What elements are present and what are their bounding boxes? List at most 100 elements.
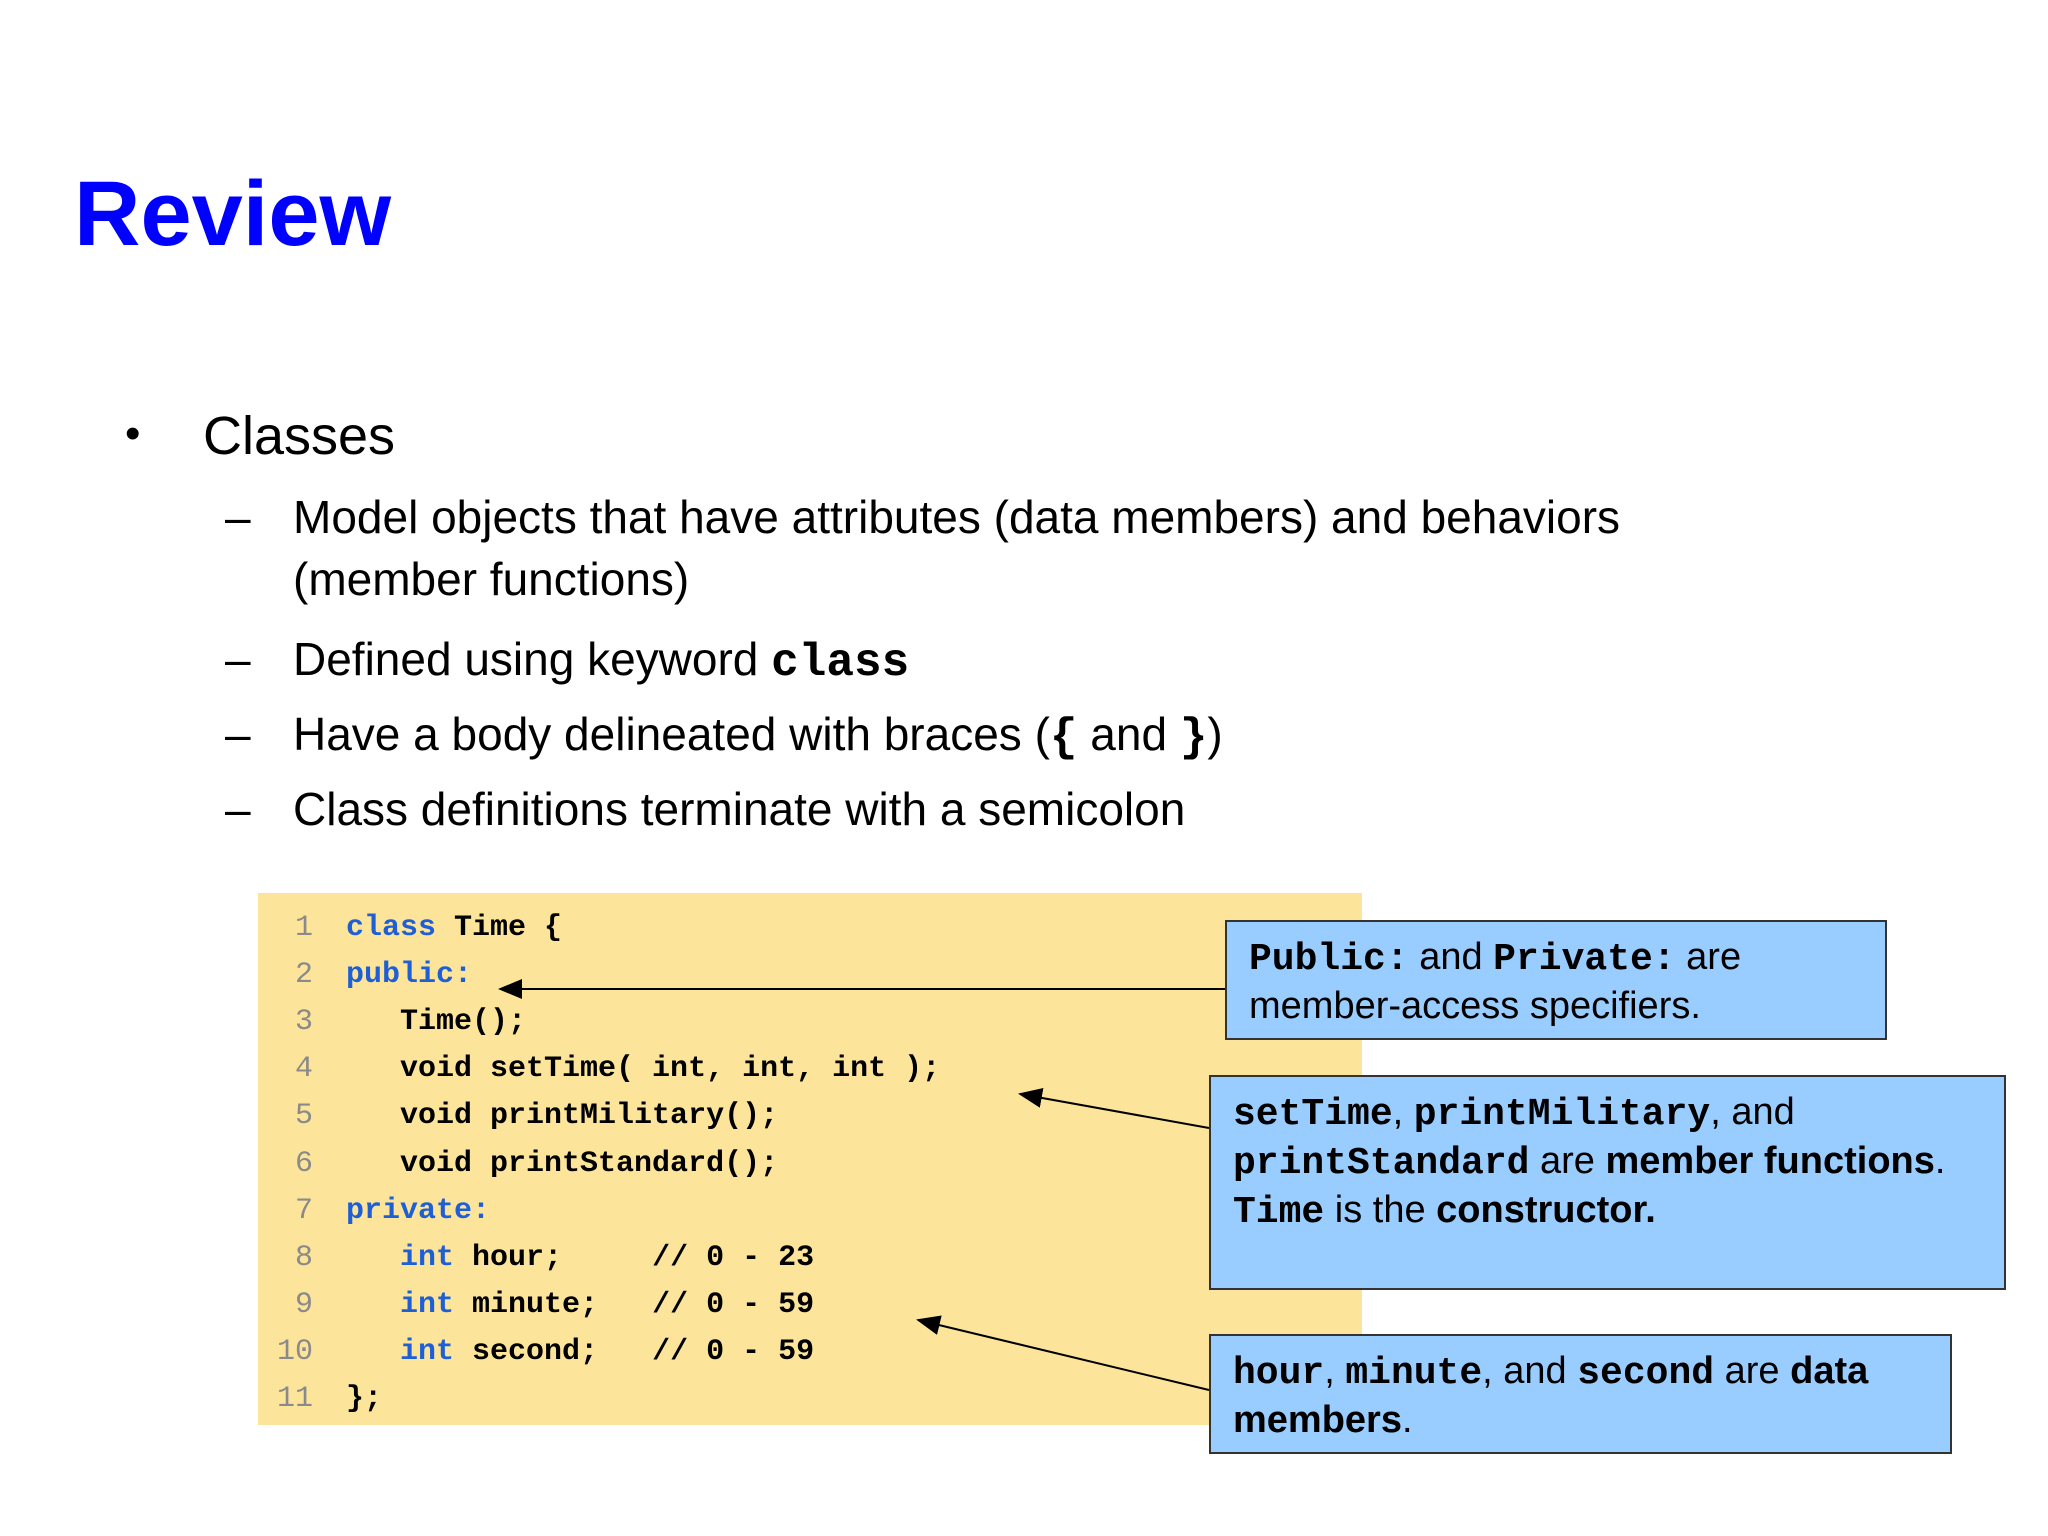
text-part: , and	[1710, 1091, 1795, 1133]
dash-marker: –	[225, 633, 251, 685]
text-part: Defined using keyword	[293, 633, 772, 685]
code-line: 1 class Time {	[258, 905, 1358, 952]
subitem-model-objects: – Model objects that have attributes (da…	[225, 486, 1825, 616]
code-text: hour; // 0 - 23	[454, 1240, 815, 1275]
slide-title: Review	[74, 163, 392, 265]
code-keyword: int	[400, 1334, 455, 1369]
code-text: void printMilitary();	[400, 1099, 779, 1134]
code-indent	[346, 1005, 400, 1039]
text-part: and	[1077, 708, 1180, 760]
code-text: void printStandard();	[400, 1146, 779, 1181]
code-text: Time {	[436, 911, 563, 945]
code-line: 10 int second; // 0 - 59	[258, 1329, 1358, 1376]
code-keyword-class: class	[771, 637, 910, 689]
code-keyword: public:	[346, 958, 473, 993]
code-text: Time();	[400, 1005, 527, 1040]
code-content: int minute; // 0 - 59	[346, 1282, 814, 1329]
code-indent	[346, 1241, 400, 1275]
subitem-text: Class definitions terminate with a semic…	[293, 783, 1186, 835]
code-line: 11};	[258, 1376, 1358, 1423]
bold-constructor: constructor.	[1436, 1189, 1656, 1231]
bold-member-functions: member functions	[1605, 1140, 1935, 1182]
code-content: class Time {	[346, 905, 562, 952]
text-part: is the	[1324, 1189, 1437, 1231]
line-number: 4	[294, 1052, 313, 1087]
code-keyword: class	[346, 911, 437, 945]
text-part: ,	[1324, 1350, 1346, 1392]
line-number: 8	[294, 1240, 313, 1275]
text-part: , and	[1482, 1350, 1578, 1392]
callout-access-specifiers: Public: and Private: are member-access s…	[1225, 920, 1887, 1040]
line-number: 7	[294, 1193, 313, 1228]
code-line: 6 void printStandard();	[258, 1141, 1358, 1188]
code-public: Public:	[1249, 938, 1409, 981]
code-time: Time	[1233, 1191, 1325, 1234]
code-text: minute; // 0 - 59	[454, 1287, 815, 1322]
dash-marker: –	[225, 491, 251, 543]
code-line: 2 public:	[258, 952, 1358, 999]
code-content: void setTime( int, int, int );	[346, 1046, 940, 1093]
code-text: void setTime( int, int, int );	[400, 1052, 941, 1087]
code-hour: hour	[1233, 1352, 1325, 1395]
code-line: 3 Time();	[258, 999, 1358, 1046]
text-part: .	[1401, 1399, 1413, 1441]
code-content: public:	[346, 952, 472, 999]
code-keyword: private:	[346, 1193, 491, 1228]
code-private: Private:	[1493, 938, 1676, 981]
code-content: };	[346, 1376, 382, 1423]
code-second: second	[1577, 1352, 1715, 1395]
code-indent	[346, 1052, 400, 1086]
line-number: 2	[294, 958, 313, 993]
code-indent	[346, 1335, 400, 1369]
code-content: Time();	[346, 999, 526, 1046]
callout-member-functions: setTime, printMilitary, and printStandar…	[1209, 1075, 2006, 1290]
bold-data-members: data members	[1233, 1350, 1869, 1441]
code-indent	[346, 1099, 400, 1133]
line-number: 9	[294, 1287, 313, 1322]
code-keyword: int	[400, 1287, 455, 1322]
line-number: 5	[294, 1099, 313, 1134]
bullet-dot: •	[125, 409, 141, 458]
code-indent	[346, 1147, 400, 1181]
text-part: are	[1529, 1140, 1606, 1182]
text-part: ,	[1392, 1091, 1414, 1133]
code-printmilitary: printMilitary	[1413, 1093, 1711, 1136]
subitem-text: Have a body delineated with braces ({ an…	[293, 703, 1813, 769]
line-number: 10	[276, 1334, 313, 1369]
code-content: void printMilitary();	[346, 1093, 778, 1140]
dash-marker: –	[225, 783, 251, 835]
code-indent	[346, 1288, 400, 1322]
subitem-text: Model objects that have attributes (data…	[293, 491, 1621, 605]
code-line: 8 int hour; // 0 - 23	[258, 1235, 1358, 1282]
callout-data-members: hour, minute, and second are data member…	[1209, 1334, 1952, 1454]
code-close-brace: }	[1179, 712, 1208, 764]
code-keyword: int	[400, 1240, 455, 1275]
line-number: 1	[294, 911, 313, 945]
code-line: 9 int minute; // 0 - 59	[258, 1282, 1358, 1329]
dash-marker: –	[225, 708, 251, 760]
code-line: 5 void printMilitary();	[258, 1093, 1358, 1140]
code-line: 4 void setTime( int, int, int );	[258, 1046, 1358, 1093]
text-part: and	[1408, 936, 1494, 978]
line-number: 6	[294, 1146, 313, 1181]
line-number: 3	[294, 1005, 313, 1040]
code-minute: minute	[1345, 1352, 1483, 1395]
code-printstandard: printStandard	[1233, 1142, 1530, 1185]
text-part: .	[1934, 1140, 1946, 1182]
text-part: are member-access specifiers.	[1249, 936, 1742, 1027]
code-content: int hour; // 0 - 23	[346, 1235, 814, 1282]
code-text: };	[346, 1382, 383, 1416]
code-open-brace: {	[1049, 712, 1078, 764]
text-part: )	[1207, 708, 1223, 760]
code-content: void printStandard();	[346, 1141, 778, 1188]
code-content: int second; // 0 - 59	[346, 1329, 814, 1376]
text-part: Have a body delineated with braces (	[293, 708, 1050, 760]
line-number: 11	[276, 1382, 313, 1416]
code-text: second; // 0 - 59	[454, 1334, 815, 1369]
code-content: private:	[346, 1188, 490, 1235]
code-line: 7 private:	[258, 1188, 1358, 1235]
bullet-text: Classes	[203, 406, 396, 466]
text-part: are	[1714, 1350, 1791, 1392]
code-settime: setTime	[1233, 1093, 1393, 1136]
